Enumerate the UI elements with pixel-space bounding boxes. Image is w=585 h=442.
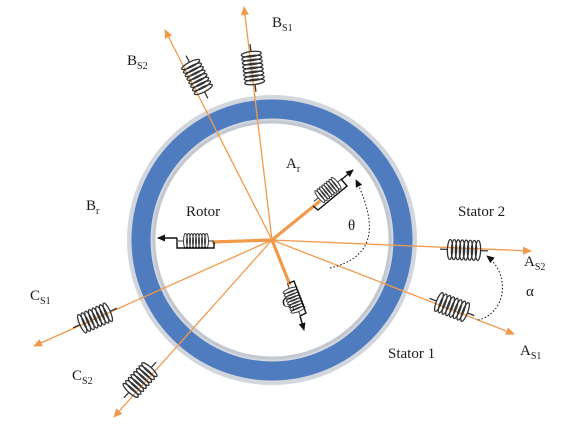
stator-1-label: Stator 1 — [388, 346, 435, 362]
label-bs1: BS1 — [272, 15, 293, 34]
axis-bs2 — [164, 29, 273, 241]
coil-cs2 — [115, 354, 165, 406]
axis-as2 — [271, 239, 532, 255]
rotor-coil-a — [308, 169, 354, 211]
label-as2: AS2 — [524, 254, 545, 273]
rotor-axis-b — [211, 238, 273, 244]
axis-bs1 — [240, 6, 273, 241]
alpha-arc — [477, 255, 503, 321]
rotor-coil-b — [157, 233, 215, 249]
label-cs1: CS1 — [30, 288, 51, 307]
axis-cs1 — [33, 239, 273, 347]
label-ar: Ar — [286, 156, 301, 175]
axis-as1 — [271, 239, 515, 335]
label-cr: Cr — [282, 295, 296, 314]
rotor-coil-c — [279, 280, 309, 331]
theta-arc — [329, 179, 370, 269]
rotor-axes — [211, 199, 322, 286]
label-br: Br — [86, 198, 100, 217]
coil-as2 — [439, 238, 489, 262]
stator-axes — [33, 6, 532, 418]
theta-label: θ — [348, 218, 355, 234]
coil-bs2 — [176, 50, 218, 104]
alpha-label: α — [526, 284, 534, 300]
coil-cs1 — [68, 298, 122, 338]
stator-2-label: Stator 2 — [458, 204, 505, 220]
label-as1: AS1 — [520, 343, 541, 362]
label-bs2: BS2 — [127, 53, 148, 72]
rotor-axis-a — [270, 199, 322, 242]
label-cs2: CS2 — [72, 368, 93, 387]
rotor-axis-c — [270, 239, 292, 286]
stator-ring — [127, 95, 417, 385]
coil-as1 — [425, 288, 479, 326]
axis-cs2 — [113, 239, 273, 418]
rotor-label: Rotor — [186, 204, 220, 220]
